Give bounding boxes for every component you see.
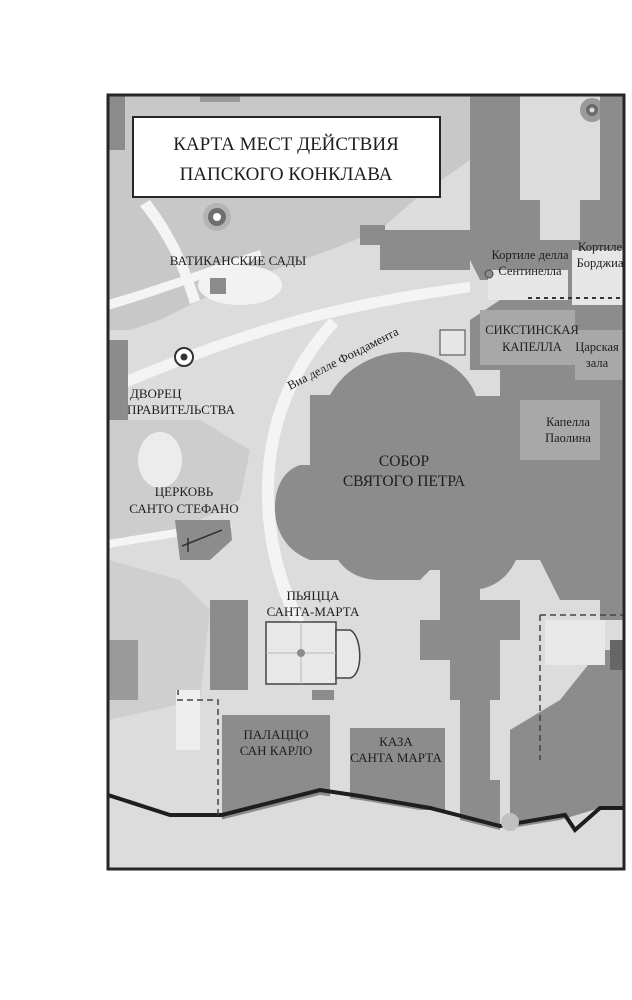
leonine-wall bbox=[108, 787, 624, 834]
sistine-chapel-building bbox=[480, 310, 575, 365]
label-palazzo-san-carlo-2: САН КАРЛО bbox=[240, 743, 313, 758]
label-cortile-sentinella-1: Кортиле делла bbox=[491, 248, 568, 262]
label-cortile-borgia-2: Борджиа bbox=[577, 256, 624, 270]
fountain-icon bbox=[174, 347, 194, 367]
cortile-borgia-yard bbox=[572, 250, 624, 305]
west-block bbox=[210, 600, 248, 690]
title-line-1: КАРТА МЕСТ ДЕЙСТВИЯ bbox=[173, 134, 399, 155]
label-vatican-gardens: ВАТИКАНСКИЕ САДЫ bbox=[170, 253, 306, 268]
west-edge-building bbox=[108, 640, 138, 700]
label-governorate-1: ДВОРЕЦ bbox=[130, 386, 182, 401]
label-governorate-2: ПРАВИТЕЛЬСТВА bbox=[127, 402, 236, 417]
label-basilica-2: СВЯТОГО ПЕТРА bbox=[343, 473, 466, 490]
label-casa-santa-marta-1: КАЗА bbox=[379, 734, 413, 749]
label-sala-regia-1: Царская bbox=[575, 340, 619, 354]
sala-regia-building bbox=[575, 330, 624, 380]
label-cortile-borgia-1: Кортиле bbox=[578, 240, 622, 254]
santo-stefano-church bbox=[175, 520, 232, 560]
north-wing bbox=[380, 230, 470, 270]
north-wing-small bbox=[360, 225, 385, 245]
governorate-lawn bbox=[138, 432, 182, 488]
outside-wall-area bbox=[108, 795, 624, 869]
southeast-courtyard bbox=[545, 620, 605, 665]
label-santo-stefano-1: ЦЕРКОВЬ bbox=[155, 484, 214, 499]
label-paolina-1: Капелла bbox=[546, 415, 590, 429]
label-sistine-2: КАПЕЛЛА bbox=[502, 340, 562, 354]
piazza-center bbox=[297, 649, 305, 657]
garden-pavilion bbox=[210, 278, 226, 294]
inner-wall bbox=[177, 690, 219, 815]
label-piazza-2: САНТА-МАРТА bbox=[267, 604, 360, 619]
west-path-white bbox=[176, 690, 200, 750]
governorate-palace bbox=[108, 340, 128, 420]
st-peters-basilica bbox=[275, 352, 558, 590]
label-casa-santa-marta-2: САНТА МАРТА bbox=[350, 750, 442, 765]
basilica-link bbox=[510, 380, 560, 400]
map-body bbox=[108, 95, 624, 869]
paolina-building bbox=[520, 400, 600, 460]
title-line-2: ПАПСКОГО КОНКЛАВА bbox=[180, 164, 393, 185]
east-gate bbox=[610, 640, 624, 670]
cortile-sentinella-yard bbox=[488, 270, 568, 300]
cortile-sentinella-marker bbox=[484, 269, 494, 279]
label-piazza-1: ПЬЯЦЦА bbox=[287, 588, 341, 603]
basilica-nave bbox=[420, 565, 520, 840]
palazzo-san-carlo bbox=[222, 715, 330, 830]
sacristy-yard bbox=[439, 329, 466, 356]
garden-lawn bbox=[198, 265, 282, 305]
map-frame bbox=[106, 93, 626, 871]
garden-path-2 bbox=[140, 200, 200, 304]
garden-building-top bbox=[200, 95, 240, 102]
title-box: КАРТА МЕСТ ДЕЙСТВИЯ ПАПСКОГО КОНКЛАВА bbox=[132, 116, 441, 198]
label-paolina-2: Паолина bbox=[545, 431, 591, 445]
piazza-kiosk bbox=[312, 690, 334, 700]
observatory-icon bbox=[203, 203, 231, 231]
label-basilica-1: СОБОР bbox=[379, 453, 429, 470]
south-fountain bbox=[501, 813, 519, 831]
label-palazzo-san-carlo-1: ПАЛАЦЦО bbox=[244, 727, 309, 742]
label-cortile-sentinella-2: Сентинелла bbox=[498, 264, 562, 278]
basilica-road bbox=[261, 318, 338, 640]
via-fondamenta-road bbox=[108, 282, 470, 395]
tower-icon bbox=[580, 98, 604, 122]
ethiopian-college bbox=[108, 95, 125, 150]
label-santo-stefano-2: САНТО СТЕФАНО bbox=[129, 501, 238, 516]
piazza-apse bbox=[335, 629, 361, 679]
label-sistine-1: СИКСТИНСКАЯ bbox=[485, 323, 578, 337]
label-sala-regia-2: зала bbox=[586, 356, 609, 370]
